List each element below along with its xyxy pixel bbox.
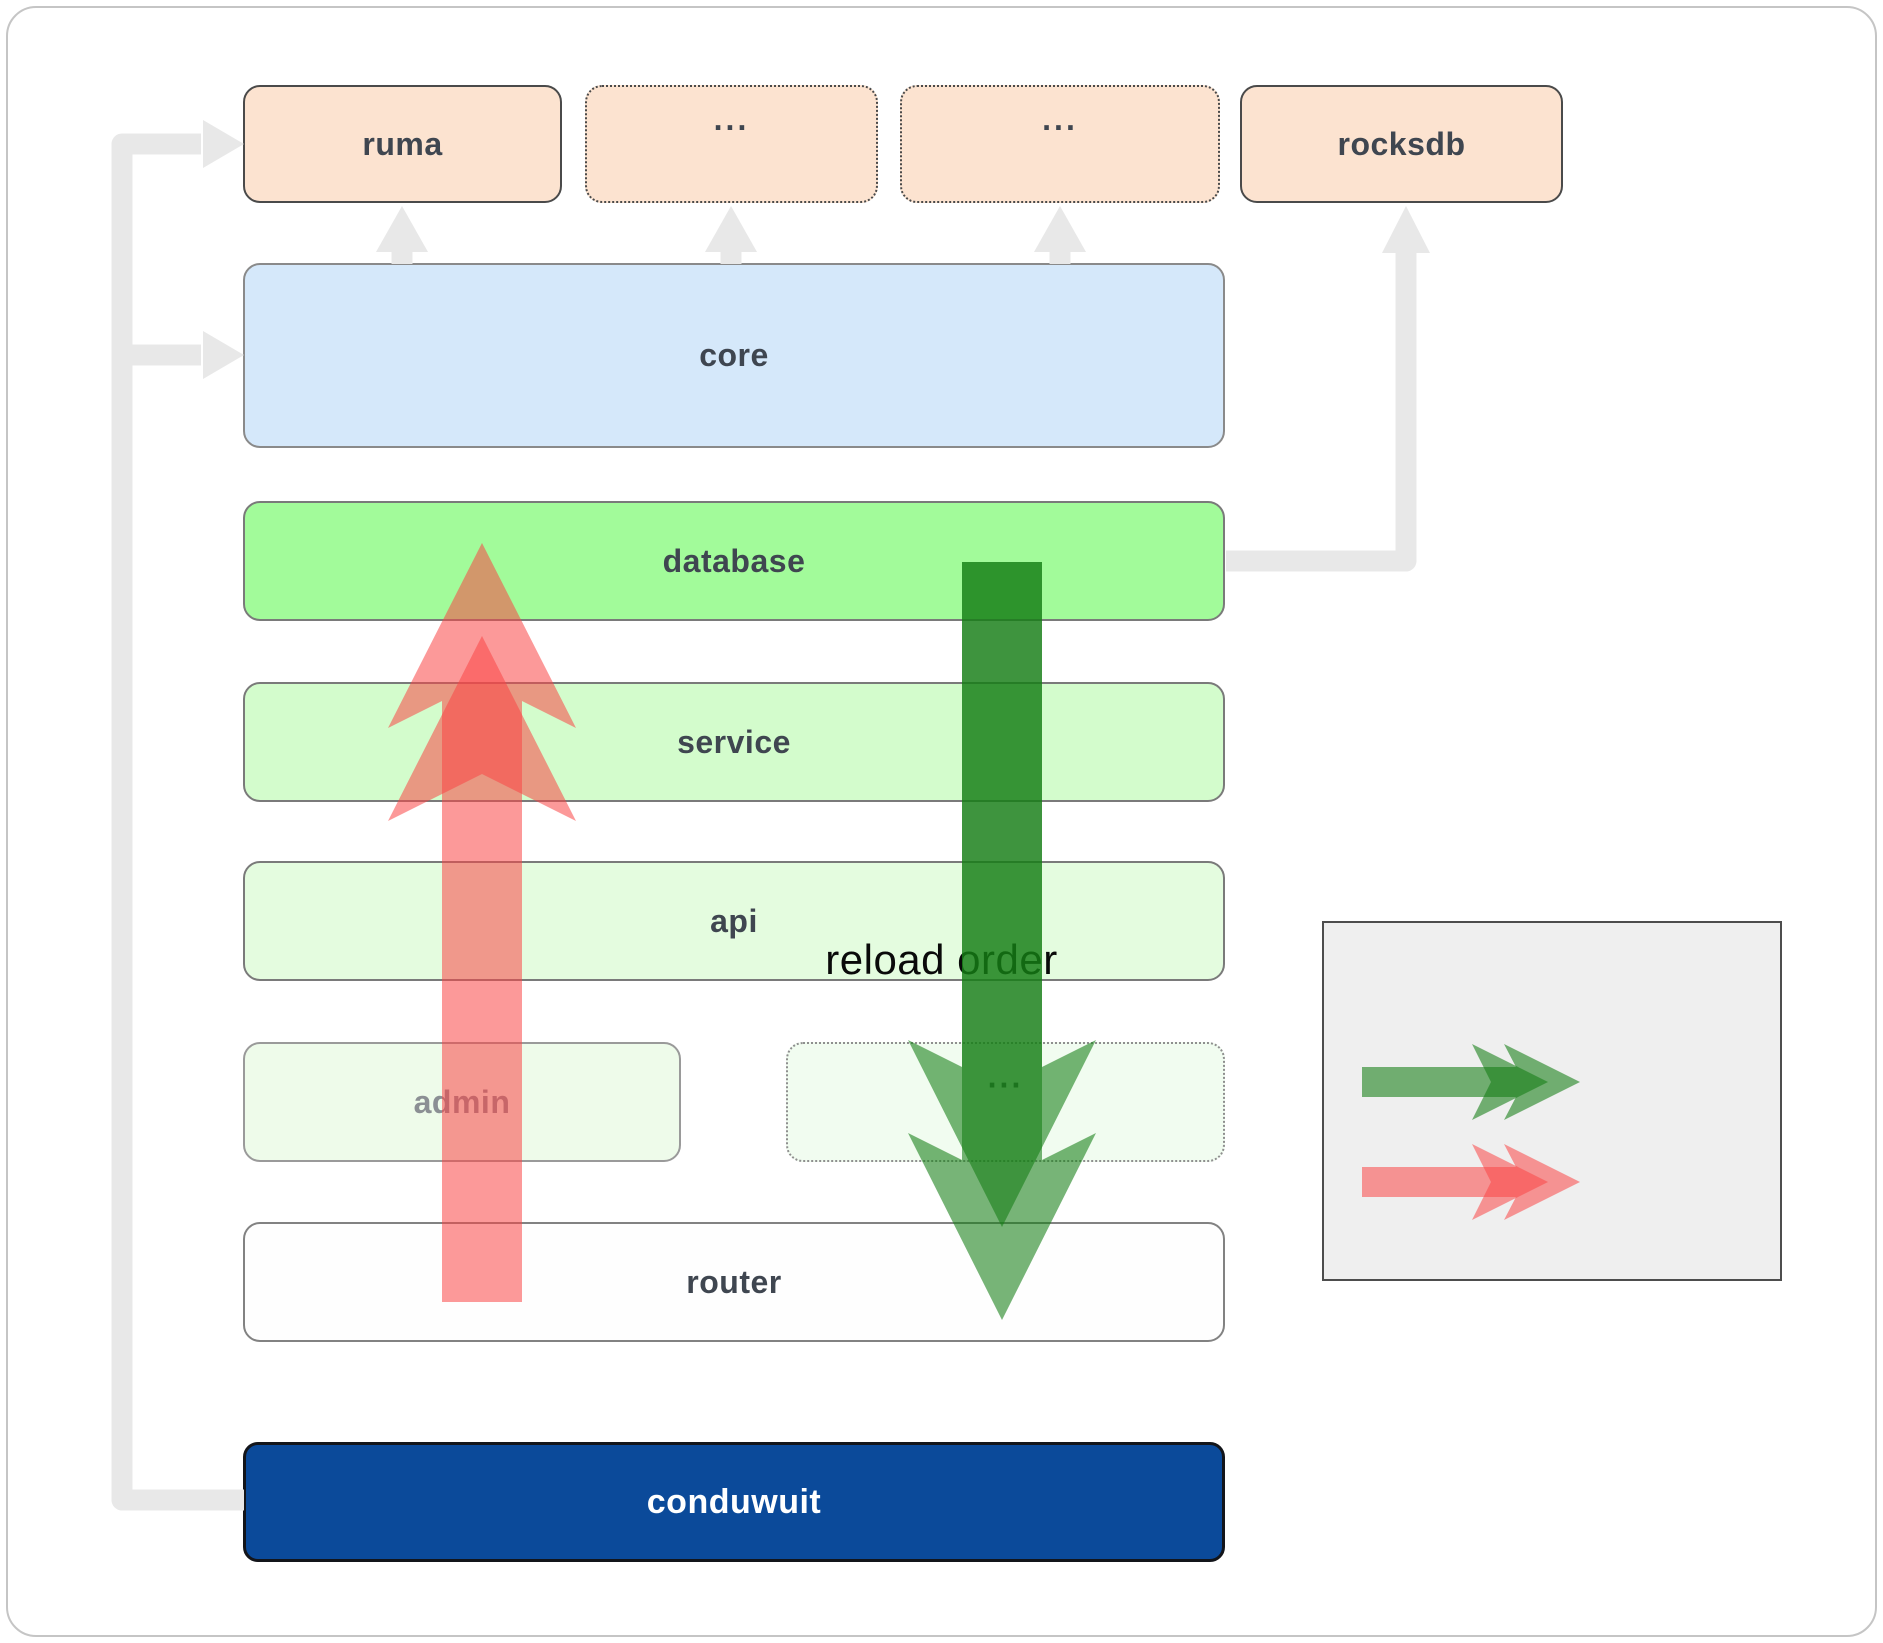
legend-title: reload order bbox=[825, 936, 1058, 983]
box-label: api bbox=[710, 903, 758, 939]
box-label: ... bbox=[1042, 100, 1078, 137]
box-rocksdb: rocksdb bbox=[1240, 85, 1563, 203]
box-conduwuit: conduwuit bbox=[243, 1442, 1225, 1562]
box-label: database bbox=[662, 543, 806, 579]
box-ruma: ruma bbox=[243, 85, 562, 203]
box-label: router bbox=[686, 1264, 782, 1300]
box-admin-more: ... bbox=[786, 1042, 1225, 1162]
box-label: service bbox=[677, 724, 791, 760]
box-label: conduwuit bbox=[646, 1483, 822, 1521]
box-admin: admin bbox=[243, 1042, 681, 1162]
box-label: ... bbox=[987, 1058, 1024, 1095]
box-router: router bbox=[243, 1222, 1225, 1342]
box-core: core bbox=[243, 263, 1225, 448]
box-label: ruma bbox=[362, 126, 443, 162]
box-label: core bbox=[699, 337, 769, 373]
outer-frame bbox=[6, 6, 1877, 1637]
box-label: rocksdb bbox=[1337, 126, 1466, 162]
box-more-1: ... bbox=[585, 85, 878, 203]
box-database: database bbox=[243, 501, 1225, 621]
box-label: ... bbox=[713, 100, 750, 137]
box-service: service bbox=[243, 682, 1225, 802]
box-label: admin bbox=[413, 1084, 511, 1120]
box-more-2: ... bbox=[900, 85, 1220, 203]
